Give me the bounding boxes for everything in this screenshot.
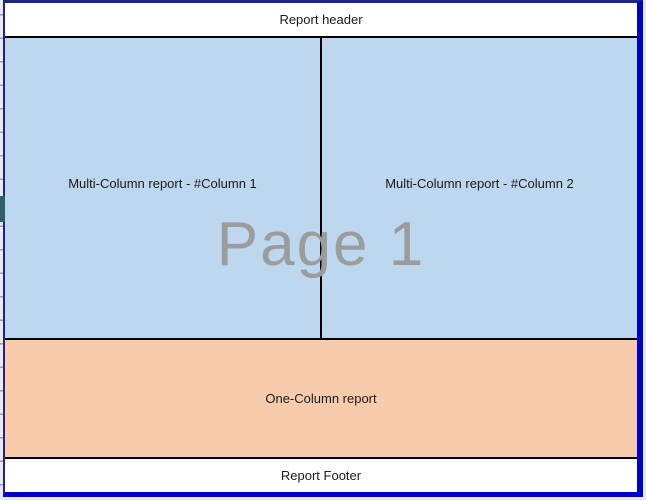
report-footer-band[interactable]: Report Footer [5, 459, 637, 492]
multi-column-2-label: Multi-Column report - #Column 2 [385, 176, 574, 191]
multi-column-section-1[interactable]: Multi-Column report - #Column 1 [5, 38, 320, 338]
header-separator-line [5, 36, 637, 38]
left-ruler-strip [0, 0, 3, 500]
footer-separator-line [5, 457, 637, 459]
one-column-label: One-Column report [265, 391, 377, 406]
left-edge-selection-marker[interactable] [0, 196, 5, 222]
report-header-band[interactable]: Report header [5, 3, 637, 36]
column-divider-line [320, 38, 322, 338]
one-column-top-separator-line [5, 338, 637, 340]
report-header-label: Report header [279, 12, 363, 27]
report-footer-label: Report Footer [280, 468, 362, 483]
report-page: Report header Multi-Column report - #Col… [3, 0, 643, 497]
multi-column-area: Multi-Column report - #Column 1 Multi-Co… [5, 38, 637, 338]
multi-column-section-2[interactable]: Multi-Column report - #Column 2 [322, 38, 637, 338]
multi-column-1-label: Multi-Column report - #Column 1 [68, 176, 257, 191]
one-column-section[interactable]: One-Column report [5, 340, 637, 457]
